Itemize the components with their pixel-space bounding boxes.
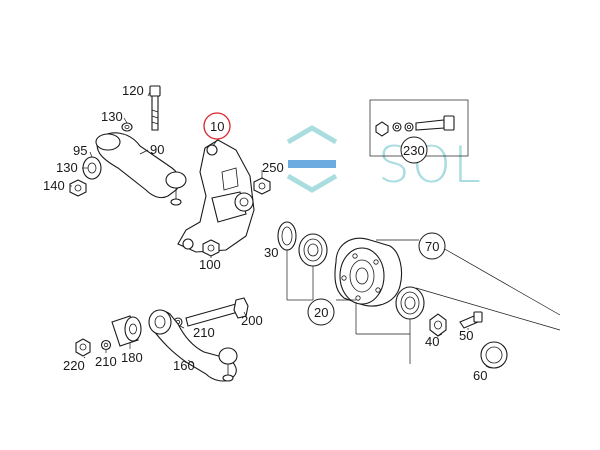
label-100: 100 xyxy=(199,257,221,272)
label-30: 30 xyxy=(264,245,278,260)
washer-210-bottom xyxy=(100,339,112,351)
highlight-part-10[interactable]: 10 xyxy=(203,112,231,140)
upper-control-arm xyxy=(95,132,187,206)
label-20: 20 xyxy=(314,305,328,320)
nut-250 xyxy=(253,177,271,195)
label-180: 180 xyxy=(121,350,143,365)
callout-230: 230 xyxy=(400,136,428,164)
hardware-box-230 xyxy=(369,99,469,157)
callout-70: 70 xyxy=(418,232,446,260)
label-10: 10 xyxy=(210,119,224,134)
label-140: 140 xyxy=(43,178,65,193)
label-250: 250 xyxy=(262,160,284,175)
nut-140 xyxy=(69,179,87,197)
label-160: 160 xyxy=(173,358,195,373)
label-130-mid: 130 xyxy=(56,160,78,175)
watermark-text: SOL xyxy=(378,136,483,194)
dust-cap-30 xyxy=(277,221,297,251)
label-210-top: 210 xyxy=(193,325,215,340)
label-50: 50 xyxy=(459,328,473,343)
nut-100 xyxy=(202,239,220,257)
label-90: 90 xyxy=(150,142,164,157)
bushing-180 xyxy=(111,315,142,347)
grease-cap-60 xyxy=(480,341,508,369)
axle-nut-40 xyxy=(429,313,447,337)
bolt-50 xyxy=(459,311,483,329)
wheel-bearing-outer xyxy=(395,286,425,320)
wheel-bearing-inner xyxy=(298,233,328,267)
label-230: 230 xyxy=(403,143,425,158)
lower-control-arm-160 xyxy=(148,309,238,382)
callout-20: 20 xyxy=(307,298,335,326)
wheel-hub-70 xyxy=(334,237,403,307)
sol-watermark-logo xyxy=(286,125,338,193)
label-95: 95 xyxy=(73,143,87,158)
label-120: 120 xyxy=(122,83,144,98)
steering-knuckle[interactable] xyxy=(177,139,255,253)
label-130-top: 130 xyxy=(101,109,123,124)
label-200: 200 xyxy=(241,313,263,328)
label-60: 60 xyxy=(473,368,487,383)
label-210-bottom: 210 xyxy=(95,354,117,369)
label-40: 40 xyxy=(425,334,439,349)
label-70: 70 xyxy=(425,239,439,254)
nut-220 xyxy=(75,338,91,357)
label-220: 220 xyxy=(63,358,85,373)
bolt-200 xyxy=(185,297,249,327)
leader-lines xyxy=(70,91,561,369)
washer-130-top xyxy=(121,122,133,132)
bolt-120 xyxy=(149,85,161,131)
